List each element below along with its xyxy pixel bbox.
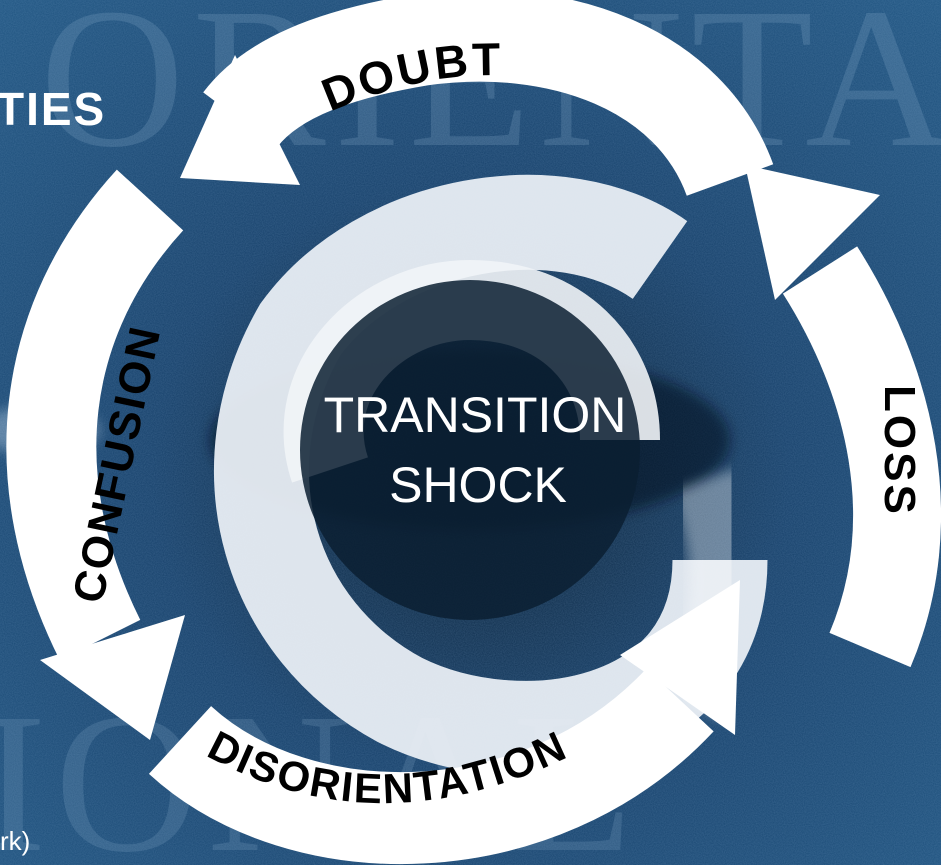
arrow-loss-head xyxy=(745,165,880,300)
arrow-doubt xyxy=(180,0,774,198)
arrow-loss xyxy=(745,165,941,668)
center-title-line2: SHOCK xyxy=(389,457,567,513)
arrow-confusion-body xyxy=(6,169,184,661)
arrow-confusion-head xyxy=(40,615,185,740)
spiral-fade xyxy=(660,467,760,720)
arrow-disorientation-body xyxy=(148,667,714,864)
center-hole xyxy=(300,280,640,620)
arrow-confusion xyxy=(6,169,185,740)
cropped-heading-left: TIES xyxy=(0,83,107,135)
label-loss: LOSS xyxy=(875,385,924,517)
arrow-doubt-head xyxy=(180,55,300,185)
center-title-line1: TRANSITION xyxy=(324,387,627,443)
arrow-loss-body xyxy=(782,246,941,668)
cropped-caption-bottom-left: rk) xyxy=(0,826,31,856)
arrow-doubt-body xyxy=(203,0,774,198)
